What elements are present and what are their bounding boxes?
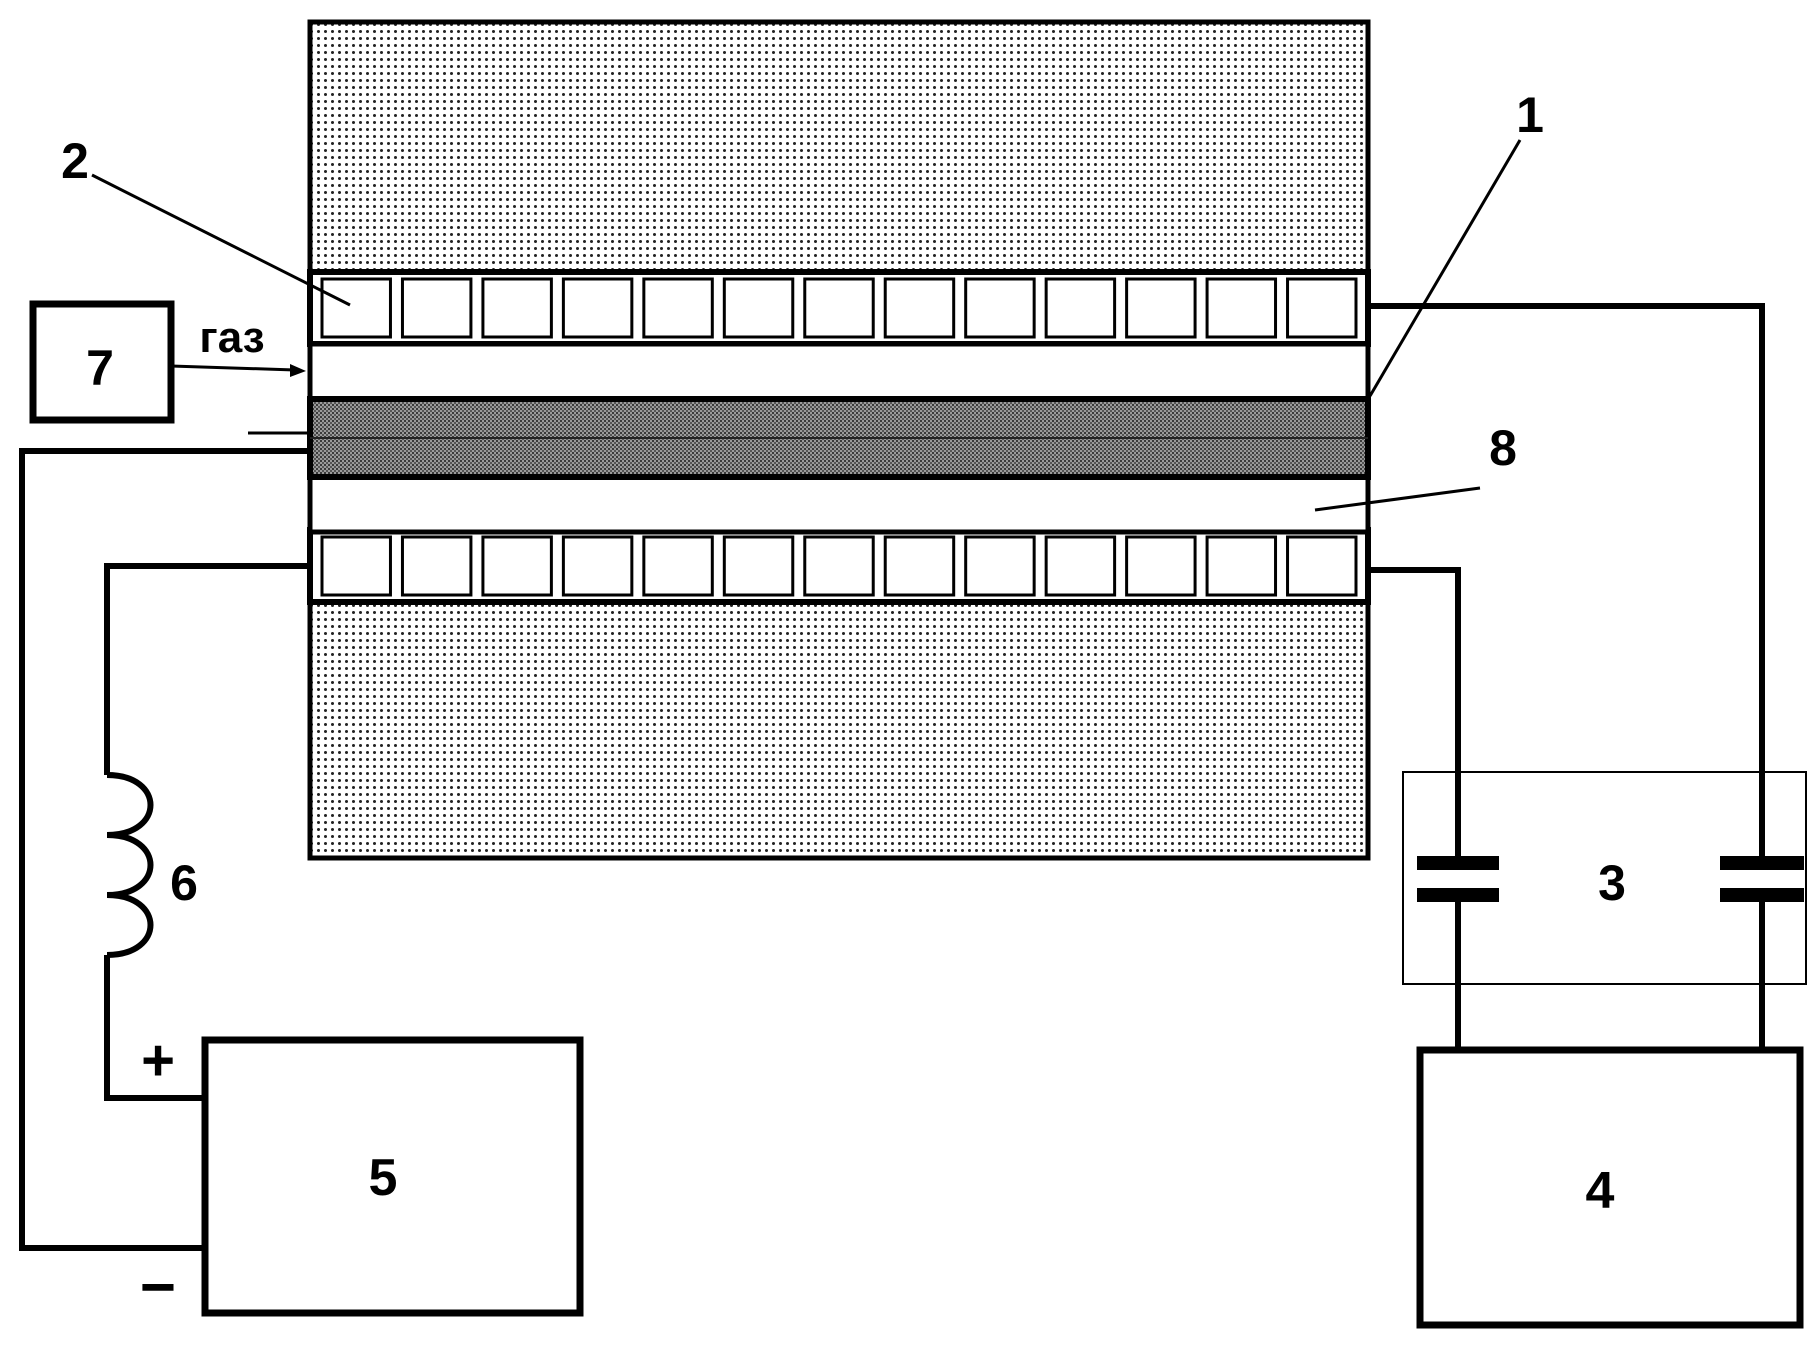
upper-coil-cell	[724, 279, 792, 337]
gas-label: газ	[199, 313, 264, 362]
plus-sign: +	[141, 1028, 175, 1093]
inductor-coil	[107, 775, 151, 955]
lower-coil-cell	[322, 537, 390, 595]
lower-coil-cell	[563, 537, 631, 595]
upper-coil-cell	[885, 279, 953, 337]
upper-coil-cell	[805, 279, 873, 337]
lower-coil-cell	[805, 537, 873, 595]
lower-coil-cell	[724, 537, 792, 595]
leader-1	[1370, 140, 1520, 396]
lower-coil-cell	[1046, 537, 1114, 595]
upper-coil-cell	[1207, 279, 1275, 337]
gas-arrow-head	[290, 364, 306, 377]
label-3: 3	[1598, 855, 1626, 911]
upper-coil-cell	[322, 279, 390, 337]
upper-coil-cells	[310, 272, 1368, 344]
upper-coil-cell	[483, 279, 551, 337]
label-1: 1	[1516, 87, 1544, 143]
upper-coil-cell	[1127, 279, 1195, 337]
upper-coil-cell	[402, 279, 470, 337]
label-7: 7	[86, 340, 114, 396]
gas-arrow	[171, 366, 295, 370]
lower-coil-cell	[1288, 537, 1356, 595]
lower-coil-cell	[402, 537, 470, 595]
label-4: 4	[1586, 1162, 1615, 1220]
lower-gas-channel	[310, 477, 1368, 532]
lower-coil-cell	[483, 537, 551, 595]
upper-coil-cell	[563, 279, 631, 337]
minus-sign: −	[140, 1253, 176, 1322]
lower-coil-cell	[1207, 537, 1275, 595]
label-5: 5	[369, 1149, 398, 1207]
lower-coil-cell	[1127, 537, 1195, 595]
upper-coil-cell	[644, 279, 712, 337]
upper-gas-channel	[310, 344, 1368, 399]
label-8: 8	[1489, 420, 1517, 476]
wire-strip-to-inductor	[107, 566, 310, 775]
lower-dotted-block	[310, 600, 1368, 858]
upper-coil-cell	[1046, 279, 1114, 337]
label-2: 2	[61, 133, 89, 189]
upper-coil-cell	[966, 279, 1034, 337]
lower-coil-cell	[644, 537, 712, 595]
upper-coil-cell	[1288, 279, 1356, 337]
lower-coil-cells	[310, 530, 1368, 602]
lower-coil-cell	[885, 537, 953, 595]
label-6: 6	[170, 855, 198, 911]
lower-coil-cell	[966, 537, 1034, 595]
upper-dotted-block	[310, 22, 1368, 274]
